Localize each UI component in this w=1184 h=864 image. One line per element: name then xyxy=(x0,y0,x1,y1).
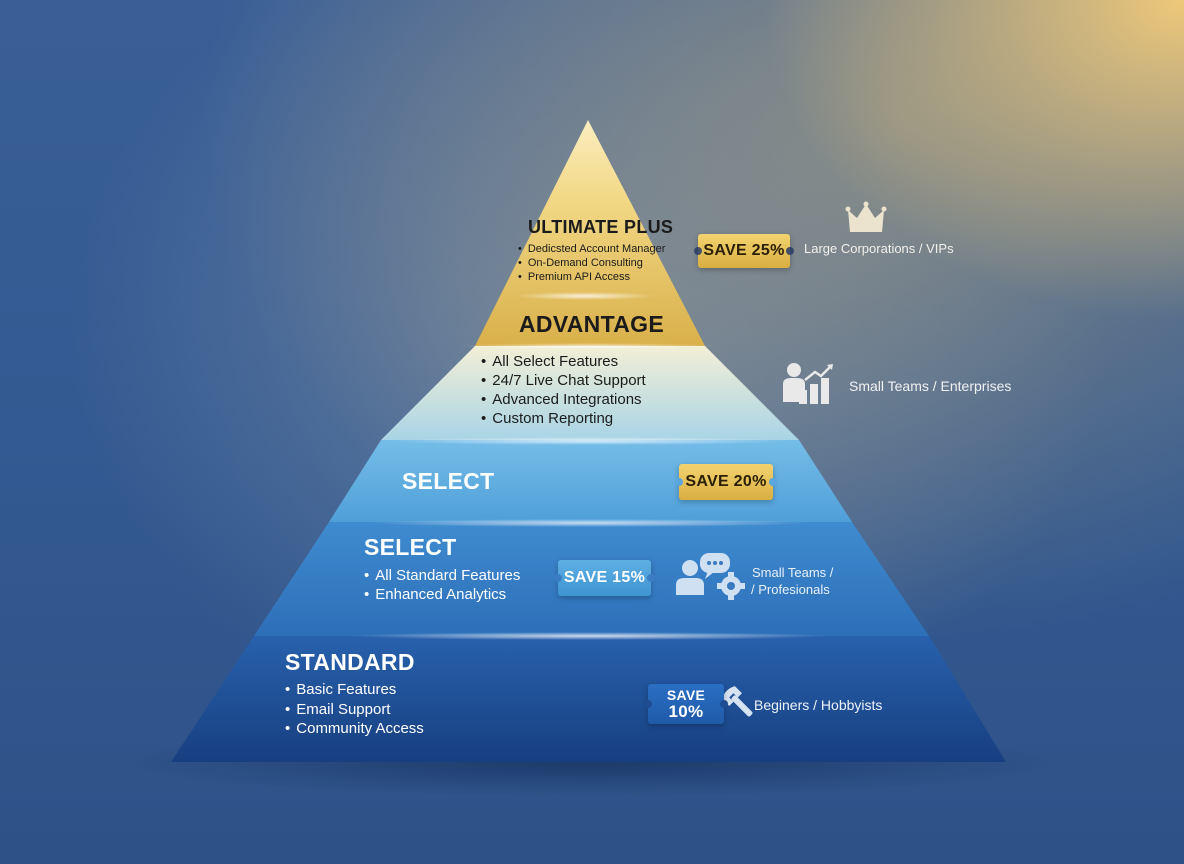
badge-notch xyxy=(554,574,562,582)
list-item: On-Demand Consulting xyxy=(518,256,665,270)
list-item: Community Access xyxy=(285,719,424,739)
segment-label-ultimate-plus: Large Corporations / VIPs xyxy=(804,241,954,256)
list-item: All Standard Features xyxy=(364,566,520,585)
feature-list-ultimate-plus: Dedicsted Account Manager On-Demand Cons… xyxy=(518,242,666,284)
list-item: Basic Features xyxy=(285,680,424,700)
list-item: 24/7 Live Chat Support xyxy=(481,371,645,390)
badge-label: SAVE 20% xyxy=(685,473,767,490)
badge-notch xyxy=(675,478,683,486)
growth-chart-icon xyxy=(783,363,833,404)
badge-label: SAVE 15% xyxy=(563,569,646,586)
glow-line xyxy=(515,292,655,300)
list-item: Dedicsted Account Manager xyxy=(518,242,666,256)
list-item: Custom Reporting xyxy=(481,409,646,428)
list-item: Enhanced Analytics xyxy=(364,585,520,604)
glow-line xyxy=(458,343,718,349)
badge-notch xyxy=(647,574,655,582)
segment-label-standard: Beginers / Hobbyists xyxy=(754,697,883,713)
discount-badge-15: SAVE 15% xyxy=(554,560,655,596)
badge-label: SAVE xyxy=(666,687,706,703)
team-chat-gear-icon xyxy=(676,553,745,600)
tier-title-ultimate-plus: ULTIMATE PLUS xyxy=(528,217,674,237)
tier-title-advantage: ADVANTAGE xyxy=(519,311,664,337)
glow-line xyxy=(390,437,790,445)
badge-notch xyxy=(720,700,728,708)
tier-title-select: SELECT xyxy=(364,534,457,560)
badge-notch xyxy=(694,247,702,255)
tier-ultimate-advantage-band xyxy=(475,120,705,346)
badge-notch xyxy=(769,478,777,486)
feature-list-advantage: All Select Features 24/7 Live Chat Suppo… xyxy=(481,352,646,428)
glow-line xyxy=(370,519,810,527)
discount-badge-10: SAVE 10% xyxy=(644,684,728,724)
tier-title-select-band: SELECT xyxy=(402,468,495,494)
glow-line xyxy=(350,632,830,640)
badge-label: SAVE 25% xyxy=(703,242,785,259)
badge-label: 10% xyxy=(668,702,704,721)
badge-notch xyxy=(644,700,652,708)
discount-badge-20: SAVE 20% xyxy=(675,464,777,500)
list-item: Advanced Integrations xyxy=(481,390,646,409)
list-item: Email Support xyxy=(285,700,424,720)
tier-title-standard: STANDARD xyxy=(285,649,415,675)
tier-select-band xyxy=(329,440,852,522)
segment-label-advantage: Small Teams / Enterprises xyxy=(849,378,1012,394)
badge-notch xyxy=(786,247,794,255)
crown-icon xyxy=(845,201,887,232)
feature-list-standard: Basic Features Email Support Community A… xyxy=(285,680,424,739)
segment-label-select: Small Teams / / Profesionals xyxy=(751,564,833,598)
segment-line: / Profesionals xyxy=(751,582,830,597)
discount-badge-25: SAVE 25% xyxy=(694,234,794,268)
segment-line: Small Teams / xyxy=(752,565,834,580)
feature-list-select: All Standard Features Enhanced Analytics xyxy=(364,566,520,604)
list-item: All Select Features xyxy=(481,352,646,371)
list-item: Premium API Access xyxy=(518,270,665,284)
